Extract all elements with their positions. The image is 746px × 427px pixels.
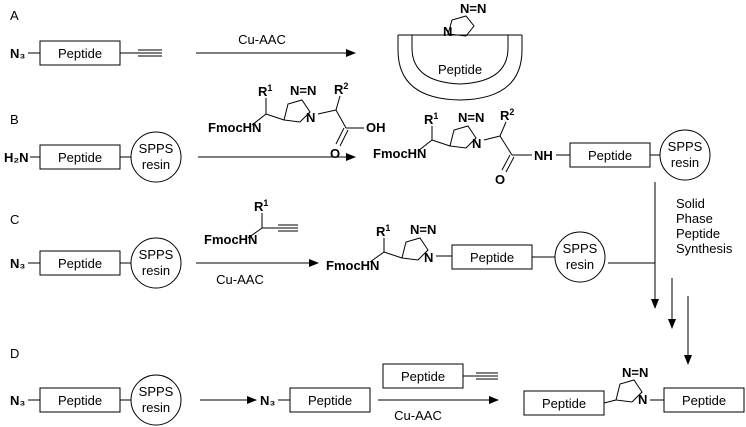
spps-label-line4: Synthesis (676, 241, 733, 256)
row-a-letter: A (10, 8, 19, 23)
row-b-reagent-oh: OH (366, 120, 386, 135)
row-b-product-peptide-box (569, 142, 651, 168)
row-c-azide: N₃ (10, 256, 25, 271)
row-c-letter: C (10, 212, 19, 227)
row-b-product-resin-line1: SPPS (668, 139, 703, 154)
row-b-reagent-o: O (330, 146, 340, 161)
row-d-product-left-box (523, 390, 605, 416)
row-b-product-fmoc: FmocHN (373, 146, 426, 161)
row-c-resin-line2: resin (142, 263, 170, 278)
row-d-mid-azide: N₃ (260, 393, 275, 408)
row-b-product: FmocHN R1 N=N N R2 O NH Peptide SPPS res… (373, 107, 711, 187)
row-b-peptide-box (39, 144, 121, 170)
row-a-peptide-label: Peptide (58, 46, 102, 61)
row-d-alkyne-peptide-box (382, 363, 464, 389)
row-a-product-peptide: Peptide (438, 62, 482, 77)
svg-text:N=N: N=N (290, 83, 316, 98)
row-d-resin-circle (130, 374, 182, 426)
row-c: C N₃ Peptide SPPS resin FmocHN R1 Cu-AAC… (10, 198, 606, 289)
row-a-triazole-ring (447, 15, 475, 37)
row-a-peptide-box (39, 40, 121, 66)
row-d-peptide-box (39, 387, 121, 413)
row-d-product-right-box (663, 387, 745, 413)
row-b-reagent-structure: FmocHN R1 N=N N R2 OH O (208, 81, 386, 161)
row-a-triazole-n2: N (443, 24, 452, 39)
row-a-reagent: Cu-AAC (238, 32, 286, 47)
row-d-reagent: Cu-AAC (394, 408, 442, 423)
row-b-product-r2: R2 (500, 107, 514, 123)
row-c-resin-line1: SPPS (139, 247, 174, 262)
row-d-mid-peptide-box (289, 387, 371, 413)
row-d-product-left: Peptide (542, 396, 586, 411)
row-b-product-o: O (495, 172, 505, 187)
spps-label-line3: Peptide (676, 226, 720, 241)
row-c-resin-circle (130, 237, 182, 289)
row-b-product-r1: R1 (424, 111, 438, 127)
row-c-product-resin-line1: SPPS (563, 241, 598, 256)
row-b-letter: B (10, 112, 19, 127)
spps-label-line2: Phase (676, 211, 713, 226)
svg-text:N=N: N=N (410, 222, 436, 237)
row-c-product-fmoc: FmocHN (326, 258, 379, 273)
row-b-peptide-label: Peptide (58, 150, 102, 165)
row-c-reagent-r1: R1 (254, 198, 268, 214)
row-c-reagent-fmoc: FmocHN (204, 232, 257, 247)
row-d-peptide-label: Peptide (58, 393, 102, 408)
row-b-reagent-r1: R1 (258, 83, 272, 99)
row-a-triazole-n1: N=N (460, 1, 486, 16)
row-b-product-n: N (472, 136, 481, 151)
row-b-reagent-r2: R2 (334, 81, 348, 97)
row-c-product-n: N (424, 250, 433, 265)
row-d-product-n: N (638, 392, 647, 407)
row-c-reagent-structure: FmocHN R1 (204, 198, 298, 247)
row-a-azide: N₃ (10, 46, 25, 61)
row-b-product-resin-line2: resin (671, 155, 699, 170)
row-c-product-resin-line2: resin (566, 257, 594, 272)
row-d-resin-line1: SPPS (139, 384, 174, 399)
row-d-letter: D (10, 346, 19, 361)
row-d-alkyne-triple-bond (476, 372, 498, 380)
svg-text:N=N: N=N (458, 110, 484, 125)
row-d: D N₃ Peptide SPPS resin N₃ Peptide Pepti… (10, 346, 745, 426)
row-b-resin-circle (130, 131, 182, 183)
row-b-resin-line1: SPPS (139, 141, 174, 156)
row-d-product: Peptide N=N N Peptide (523, 365, 745, 416)
row-c-reagent: Cu-AAC (216, 272, 264, 287)
row-c-product-peptide-box (451, 244, 533, 270)
row-c-product-resin-circle (554, 231, 606, 283)
spps-label-line1: Solid (676, 196, 705, 211)
row-b-product-nh: NH (534, 148, 553, 163)
row-d-mid-peptide: Peptide (308, 393, 352, 408)
row-b-amine: H₂N (4, 150, 29, 165)
row-a-cyclic-product: N=N N Peptide (397, 1, 523, 101)
row-a: A N₃ Peptide Cu-AAC N=N N Peptide (10, 1, 523, 101)
row-d-resin-line2: resin (142, 400, 170, 415)
row-b-reagent-fmoc: FmocHN (208, 120, 261, 135)
row-c-product-peptide: Peptide (470, 250, 514, 265)
row-b-product-peptide: Peptide (588, 148, 632, 163)
svg-text:N=N: N=N (622, 365, 648, 380)
row-d-azide: N₃ (10, 393, 25, 408)
row-c-peptide-label: Peptide (58, 256, 102, 271)
row-b-resin-line2: resin (142, 157, 170, 172)
row-c-product: FmocHN R1 N=N N Peptide SPPS resin (326, 222, 606, 283)
spps-pathway: Solid Phase Peptide Synthesis (608, 182, 733, 365)
row-d-product-right: Peptide (682, 393, 726, 408)
row-a-alkyne-triple-bond (138, 49, 162, 57)
row-b: B H₂N Peptide SPPS resin FmocHN R1 N=N N… (4, 81, 711, 187)
row-b-product-resin-circle (659, 129, 711, 181)
row-c-peptide-box (39, 250, 121, 276)
row-b-reagent-n: N (306, 110, 315, 125)
row-c-product-r1: R1 (376, 223, 390, 239)
row-d-alkyne-peptide: Peptide (401, 369, 445, 384)
